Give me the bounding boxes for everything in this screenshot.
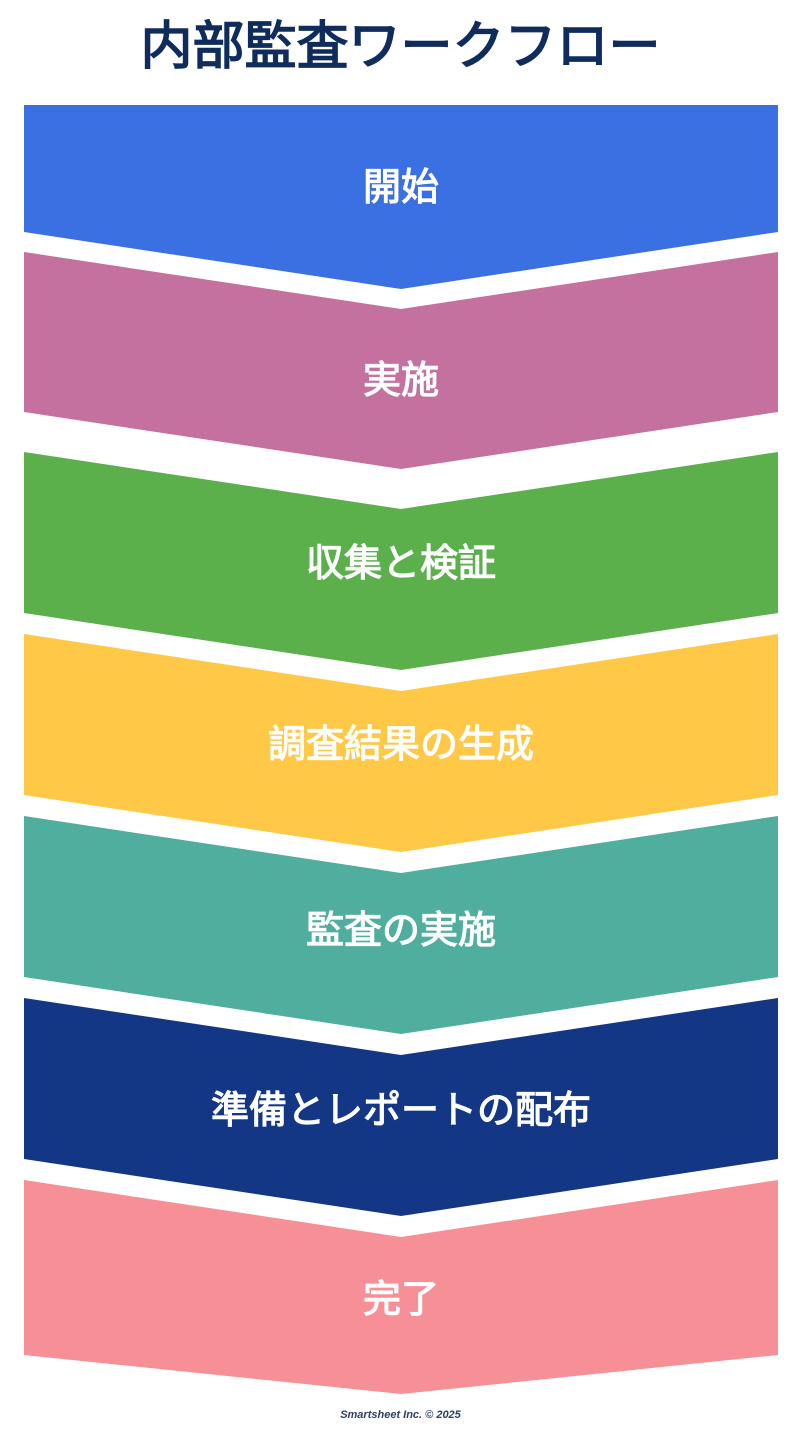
funnel-stage-6-shape[interactable] (24, 998, 778, 1216)
funnel-stage-4-shape[interactable] (24, 634, 778, 852)
funnel-stage-5-shape[interactable] (24, 816, 778, 1034)
funnel-stage-1-label: 開始 (363, 167, 439, 209)
funnel-stage-1-shape[interactable] (24, 105, 778, 289)
funnel-stage-6-label: 準備とレポートの配布 (211, 1090, 591, 1132)
funnel-stage-4-label: 調査結果の生成 (268, 724, 534, 766)
funnel-stage-2[interactable]: 実施 (24, 252, 778, 469)
funnel-stage-7-label: 完了 (363, 1278, 439, 1321)
funnel-stage-4[interactable]: 調査結果の生成 (24, 634, 778, 852)
funnel-stage-3[interactable]: 収集と検証 (24, 452, 778, 670)
funnel-stage-3-label: 収集と検証 (306, 543, 496, 585)
page-title: 内部監査ワークフロー (140, 18, 661, 76)
funnel-stage-5-label: 監査の実施 (306, 910, 496, 952)
funnel-stage-3-shape[interactable] (24, 452, 778, 670)
funnel-stage-1[interactable]: 開始 (24, 105, 778, 289)
funnel-stage-6[interactable]: 準備とレポートの配布 (24, 998, 778, 1216)
copyright-footer: Smartsheet Inc. © 2025 (340, 1409, 461, 1421)
funnel-stage-5[interactable]: 監査の実施 (24, 816, 778, 1034)
funnel-stage-7-shape[interactable] (24, 1180, 778, 1394)
funnel-stage-7[interactable]: 完了 (24, 1180, 778, 1394)
funnel-stage-2-label: 実施 (363, 360, 439, 402)
funnel-stage-2-shape[interactable] (24, 252, 778, 469)
